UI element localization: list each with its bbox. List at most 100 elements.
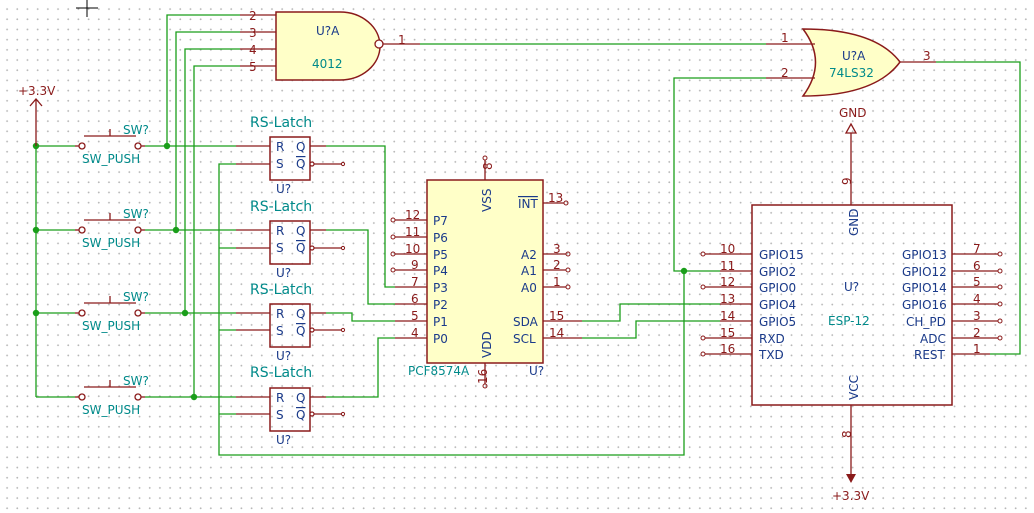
svg-text:R: R — [276, 140, 284, 154]
svg-text:GPIO5: GPIO5 — [759, 315, 796, 329]
svg-text:GPIO14: GPIO14 — [902, 281, 947, 295]
svg-text:VCC: VCC — [847, 375, 861, 400]
ic-pcf8574a[interactable]: 8 VSS 16 VDD INT 13 12 11 10 9 7 6 5 — [390, 155, 582, 389]
or-gate-74ls32[interactable]: 1 2 3 U?A 74LS32 — [766, 28, 936, 97]
svg-text:3: 3 — [923, 49, 931, 63]
svg-text:74LS32: 74LS32 — [829, 66, 874, 80]
svg-text:U?A: U?A — [316, 24, 340, 38]
svg-text:8: 8 — [840, 430, 854, 438]
svg-text:A1: A1 — [521, 264, 537, 278]
svg-text:SW?: SW? — [123, 290, 149, 304]
svg-text:RS-Latch: RS-Latch — [250, 199, 312, 215]
svg-text:1: 1 — [398, 33, 406, 47]
svg-text:SW_PUSH: SW_PUSH — [82, 236, 140, 250]
svg-text:U?: U? — [529, 364, 544, 378]
svg-text:15: 15 — [549, 309, 564, 323]
svg-text:Q: Q — [296, 157, 305, 171]
rs-latch-3[interactable]: RS-Latch R S Q Q U? — [236, 282, 346, 363]
svg-text:S: S — [276, 157, 284, 171]
svg-text:GPIO4: GPIO4 — [759, 298, 796, 312]
svg-text:ADC: ADC — [920, 332, 946, 346]
cursor-crosshair — [76, 0, 98, 17]
svg-text:SCL: SCL — [513, 332, 536, 346]
esp-left-pins: 10 11 12 13 14 15 16 GPIO15 GPIO2 GPIO0 … — [700, 242, 804, 362]
svg-text:4012: 4012 — [312, 57, 343, 71]
svg-text:3: 3 — [553, 242, 561, 256]
rs-latch-1[interactable]: RS-Latch R S Q Q U? — [236, 115, 346, 196]
svg-text:Q: Q — [296, 324, 305, 338]
svg-text:13: 13 — [548, 191, 563, 205]
push-switch-1[interactable]: SW? SW_PUSH — [75, 123, 149, 166]
svg-text:16: 16 — [720, 342, 735, 356]
svg-text:U?: U? — [276, 266, 291, 280]
svg-text:GPIO15: GPIO15 — [759, 248, 804, 262]
svg-text:GPIO13: GPIO13 — [902, 248, 947, 262]
svg-text:Q: Q — [296, 241, 305, 255]
svg-text:14: 14 — [720, 309, 735, 323]
svg-text:+3.3V: +3.3V — [832, 489, 870, 503]
svg-text:ESP-12: ESP-12 — [828, 314, 870, 328]
svg-text:SW_PUSH: SW_PUSH — [82, 319, 140, 333]
power-3v3-left: +3.3V — [18, 84, 56, 146]
push-switch-2[interactable]: SW? SW_PUSH — [75, 207, 149, 250]
svg-text:SW_PUSH: SW_PUSH — [82, 152, 140, 166]
svg-text:16: 16 — [476, 369, 490, 384]
svg-text:A2: A2 — [521, 248, 537, 262]
svg-text:TXD: TXD — [758, 348, 784, 362]
svg-text:2: 2 — [973, 326, 981, 340]
svg-text:1: 1 — [973, 342, 981, 356]
svg-text:9: 9 — [411, 258, 419, 272]
svg-text:GPIO0: GPIO0 — [759, 281, 796, 295]
svg-text:Q: Q — [296, 391, 305, 405]
svg-text:2: 2 — [781, 66, 789, 80]
svg-text:U?A: U?A — [842, 49, 866, 63]
svg-text:S: S — [276, 408, 284, 422]
svg-text:P7: P7 — [433, 214, 448, 228]
svg-text:Q: Q — [296, 140, 305, 154]
svg-text:9: 9 — [840, 177, 854, 185]
svg-text:Q: Q — [296, 224, 305, 238]
junctions — [32, 142, 688, 401]
svg-text:U?: U? — [276, 349, 291, 363]
svg-text:P5: P5 — [433, 248, 448, 262]
svg-text:RS-Latch: RS-Latch — [250, 115, 312, 131]
pcf-left-pins: 12 11 10 9 7 6 5 4 P7 P6 P5 P4 P3 P2 P1 … — [390, 208, 448, 346]
svg-text:5: 5 — [411, 309, 419, 323]
svg-text:6: 6 — [973, 259, 981, 273]
svg-text:15: 15 — [720, 326, 735, 340]
rs-latch-2[interactable]: RS-Latch R S Q Q U? — [236, 199, 346, 280]
svg-text:GPIO12: GPIO12 — [902, 265, 947, 279]
rs-latch-4[interactable]: RS-Latch R S Q Q U? — [236, 365, 346, 447]
svg-text:CH_PD: CH_PD — [906, 315, 946, 329]
module-esp12[interactable]: GND 9 VCC 8 U? ESP-12 10 11 12 13 14 15 … — [700, 177, 1003, 438]
svg-text:RS-Latch: RS-Latch — [250, 282, 312, 298]
svg-text:7: 7 — [411, 275, 419, 289]
push-switch-3[interactable]: SW? SW_PUSH — [75, 290, 149, 333]
svg-text:10: 10 — [405, 242, 420, 256]
svg-text:SDA: SDA — [513, 315, 539, 329]
svg-text:Q: Q — [296, 307, 305, 321]
svg-text:REST: REST — [914, 348, 946, 362]
svg-text:U?: U? — [276, 182, 291, 196]
svg-text:GND: GND — [839, 106, 867, 120]
svg-text:10: 10 — [720, 242, 735, 256]
push-switch-4[interactable]: SW? SW_PUSH — [75, 374, 149, 417]
svg-text:13: 13 — [720, 292, 735, 306]
svg-text:SW?: SW? — [123, 123, 149, 137]
svg-text:R: R — [276, 224, 284, 238]
svg-text:4: 4 — [973, 292, 981, 306]
svg-text:12: 12 — [720, 275, 735, 289]
svg-text:1: 1 — [553, 275, 561, 289]
svg-text:6: 6 — [411, 292, 419, 306]
svg-text:1: 1 — [781, 31, 789, 45]
svg-text:2: 2 — [553, 258, 561, 272]
wires — [35, 14, 1021, 456]
nand-gate-4012[interactable]: 2 3 4 5 1 U?A 4012 — [240, 9, 420, 81]
svg-text:GND: GND — [847, 208, 861, 236]
svg-text:14: 14 — [549, 326, 564, 340]
esp-right-pins: 7 6 5 4 3 2 1 GPIO13 GPIO12 GPIO14 GPIO1… — [902, 242, 1003, 362]
svg-text:S: S — [276, 324, 284, 338]
svg-text:3: 3 — [249, 26, 257, 40]
svg-text:R: R — [276, 307, 284, 321]
